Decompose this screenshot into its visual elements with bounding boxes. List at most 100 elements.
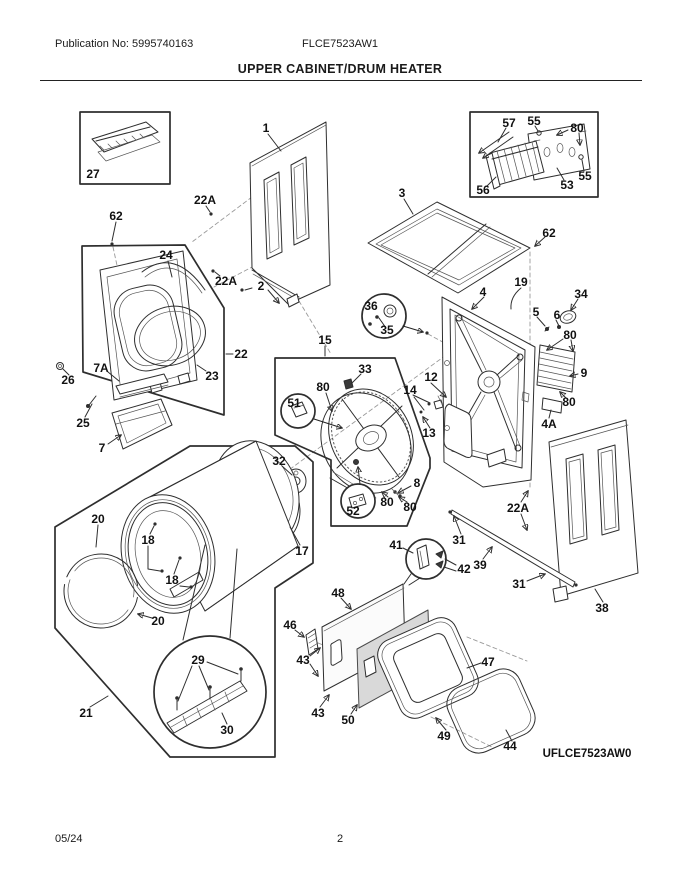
part-9-louver xyxy=(536,344,576,393)
part-34-grommet xyxy=(559,310,577,324)
leader-lines xyxy=(62,125,604,742)
callout-label: 4 xyxy=(480,285,487,299)
model-number: FLCE7523AW1 xyxy=(301,38,379,50)
callout-label: 20 xyxy=(91,512,105,526)
callout-label: 19 xyxy=(514,275,528,289)
callout-label: 39 xyxy=(473,558,487,572)
part-1-rear-panel xyxy=(249,121,331,308)
callout-label: 18 xyxy=(165,573,179,587)
callout-label: 20 xyxy=(151,614,165,628)
callout-label: 6 xyxy=(554,308,561,322)
callout-label: 43 xyxy=(296,653,310,667)
callout-label: 22A xyxy=(507,501,529,515)
callout-label: 9 xyxy=(581,366,588,380)
callout-label: 56 xyxy=(476,183,490,197)
part-55-screw xyxy=(536,130,542,136)
callout-label: 49 xyxy=(437,729,451,743)
callout-label: 80 xyxy=(563,328,577,342)
callout-label: 43 xyxy=(311,706,325,720)
callout-label: 25 xyxy=(76,416,90,430)
part-24-arc-strip xyxy=(141,262,206,291)
callout-label: 27 xyxy=(86,167,100,181)
part-7-bracket-group xyxy=(56,362,173,450)
callout-label: 5 xyxy=(533,305,540,319)
callout-label: 32 xyxy=(272,454,286,468)
callout-label: 50 xyxy=(341,713,355,727)
callout-label: 22A xyxy=(194,193,216,207)
part-4A-plate xyxy=(541,397,563,414)
callout-label: 4A xyxy=(541,417,557,431)
callout-label: 53 xyxy=(560,178,574,192)
callout-label: 51 xyxy=(287,396,301,410)
part-25-screw xyxy=(86,395,97,408)
callout-label: 24 xyxy=(159,248,173,262)
callout-label: 57 xyxy=(502,116,516,130)
callout-label: 17 xyxy=(295,544,309,558)
callout-label: 80 xyxy=(562,395,576,409)
publication-number: Publication No: 5995740163 xyxy=(55,38,194,50)
heater-assembly-inset-box xyxy=(469,111,599,198)
drum-assembly-group xyxy=(54,440,314,758)
callout-label: 12 xyxy=(424,370,438,384)
callout-label: 18 xyxy=(141,533,155,547)
callout-label: 80 xyxy=(380,495,394,509)
callout-label: 29 xyxy=(191,653,205,667)
callout-label: 62 xyxy=(109,209,123,223)
part-56-heater-element xyxy=(485,140,545,190)
callout-label: 55 xyxy=(578,169,592,183)
page-title: UPPER CABINET/DRUM HEATER xyxy=(237,62,443,76)
part-20-felt-seal xyxy=(63,553,139,629)
callout-label: 31 xyxy=(452,533,466,547)
part-47-grille-housing xyxy=(377,617,479,719)
part-33-clip xyxy=(343,378,354,390)
callout-label: 33 xyxy=(358,362,372,376)
callout-label: 80 xyxy=(316,380,330,394)
part-4-rear-bulkhead xyxy=(441,296,536,488)
part-44-gasket xyxy=(446,668,536,754)
part-51-inset-circle xyxy=(280,393,342,428)
part-26-nut xyxy=(56,362,64,370)
callout-label: 31 xyxy=(512,577,526,591)
callout-label: 52 xyxy=(346,504,360,518)
callout-label: 41 xyxy=(389,538,403,552)
callout-label: 3 xyxy=(399,186,406,200)
title-rule xyxy=(40,80,642,81)
callout-label: 62 xyxy=(542,226,556,240)
part-38-side-panel xyxy=(548,419,639,603)
callout-label: 80 xyxy=(403,500,417,514)
callout-label: 30 xyxy=(220,723,234,737)
callout-label: 7A xyxy=(93,361,109,375)
part-23-door-seal xyxy=(134,305,206,367)
part-57-rods xyxy=(479,131,514,158)
callout-label: 42 xyxy=(457,562,471,576)
part-27-vent-grille-inset xyxy=(79,111,171,185)
callout-label: 22A xyxy=(215,274,237,288)
part-22-front-frame-group xyxy=(81,244,225,416)
callout-label: 55 xyxy=(527,114,541,128)
part-15-blower-housing-box xyxy=(274,357,431,527)
callout-label: 22 xyxy=(234,347,248,361)
diagram-code: UFLCE7523AW0 xyxy=(543,748,632,760)
callout-label: 7 xyxy=(99,441,106,455)
callout-label: 80 xyxy=(570,121,584,135)
callout-label: 48 xyxy=(331,586,345,600)
part-3-top-panel xyxy=(367,201,531,294)
baffle-inset-circle xyxy=(153,635,267,749)
part-2-base-strip xyxy=(251,269,300,298)
part-39-rod xyxy=(448,509,578,588)
vent-louver-group xyxy=(536,310,577,414)
callout-label: 26 xyxy=(61,373,75,387)
motor-pulley-inset-circle xyxy=(361,293,429,339)
callout-label: 1 xyxy=(263,121,270,135)
callout-label: 35 xyxy=(380,323,394,337)
callout-label: 15 xyxy=(318,333,332,347)
callout-label: 14 xyxy=(403,383,417,397)
callout-label: 2 xyxy=(258,279,265,293)
part-41-42-inset-circle xyxy=(403,538,447,586)
callout-label: 36 xyxy=(364,299,378,313)
callout-label: 13 xyxy=(422,426,436,440)
part-29-screws xyxy=(175,667,243,711)
